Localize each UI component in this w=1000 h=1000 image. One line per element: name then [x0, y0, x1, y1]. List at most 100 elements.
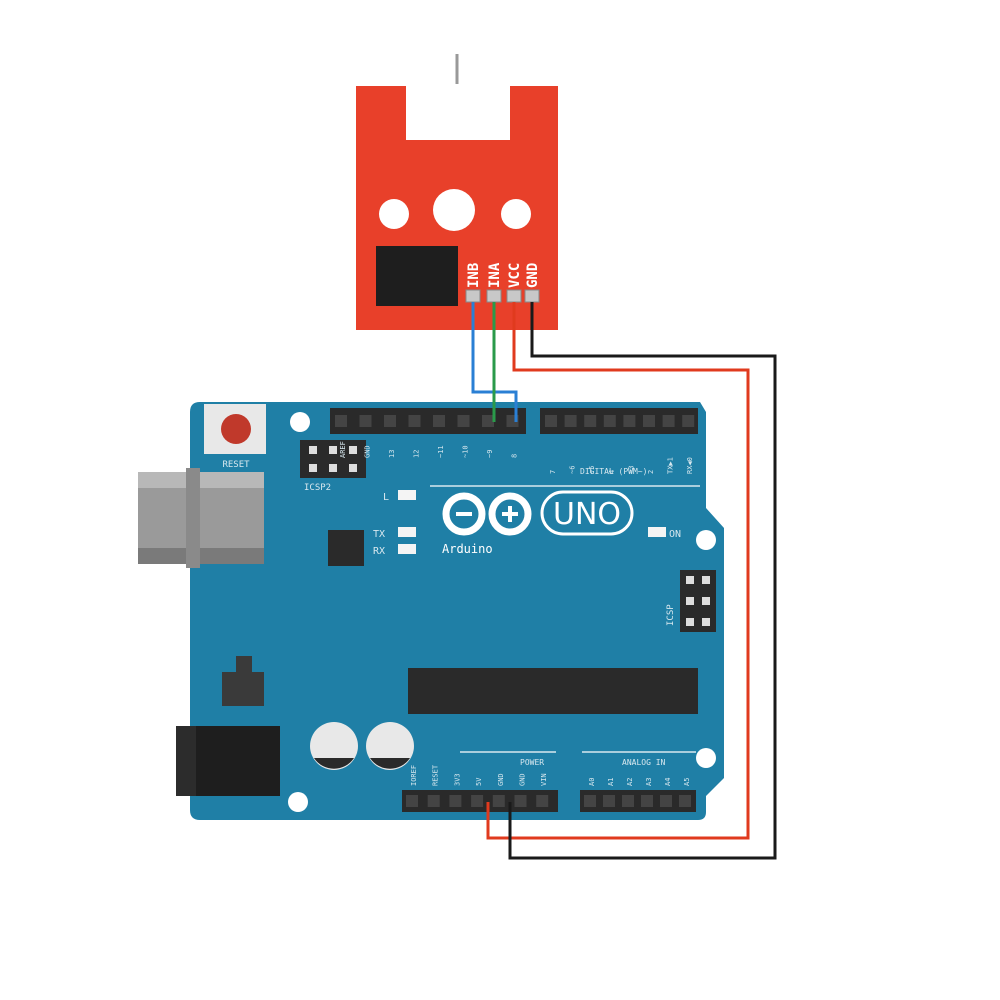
- icsp2-label: ICSP2: [304, 483, 331, 493]
- header-pin: [408, 415, 421, 427]
- mounting-hole: [288, 792, 308, 812]
- pin-label: VIN: [540, 773, 548, 786]
- header-pin: [641, 795, 653, 807]
- pin-label: TX▶1: [667, 457, 675, 474]
- pin-label: ~10: [462, 445, 470, 458]
- header-pin: [643, 415, 655, 427]
- pin-label: 13: [388, 450, 396, 458]
- module-hole: [379, 199, 409, 229]
- header-pin: [623, 415, 636, 427]
- module-hole: [501, 199, 531, 229]
- icsp-header: [680, 570, 716, 632]
- digital-header-label: DIGITAL (PWM~): [580, 467, 647, 476]
- voltage-regulator: [222, 656, 264, 706]
- pin-label: ~3: [627, 466, 635, 474]
- header-pin: [536, 795, 549, 807]
- led-tx: [398, 527, 416, 537]
- header-pin: [471, 795, 484, 807]
- header-pin: [564, 415, 577, 427]
- capacitor: [366, 722, 414, 770]
- header-pin: [584, 415, 597, 427]
- header-pin: [603, 415, 616, 427]
- wire-vcc-to-5v: [486, 302, 750, 840]
- arduino-logo-icon: [442, 492, 532, 536]
- icsp-label: ICSP: [666, 604, 676, 626]
- reset-button[interactable]: [204, 404, 266, 454]
- header-pin: [679, 795, 691, 807]
- pin-label: GND: [364, 445, 372, 458]
- led-rx-label: RX: [373, 546, 385, 557]
- pin-label: ~6: [569, 466, 577, 474]
- pin-label: ~9: [486, 450, 494, 458]
- motor-body: [406, 84, 510, 140]
- driver-chip: [376, 246, 458, 306]
- uno-badge: [540, 490, 634, 536]
- header-pin: [545, 415, 557, 427]
- module-pin: [486, 289, 502, 303]
- header-pin: [662, 415, 675, 427]
- module-pin: [465, 289, 481, 303]
- power-header-label: POWER: [520, 758, 544, 767]
- pin-label: ~11: [437, 445, 445, 458]
- board-model: UNO: [553, 497, 621, 532]
- led-l-label: L: [383, 492, 389, 503]
- pin-label: A1: [607, 778, 615, 786]
- pin-label: AREF: [339, 441, 347, 458]
- header-pin: [622, 795, 634, 807]
- led-tx-label: TX: [373, 529, 385, 540]
- led-rx: [398, 544, 416, 554]
- header-pin: [406, 795, 418, 807]
- pin-label: 7: [549, 470, 557, 474]
- header-pin: [603, 795, 615, 807]
- dc-power-jack: [176, 726, 280, 796]
- header-pin: [457, 415, 470, 427]
- header-pin: [384, 415, 396, 427]
- header-pin: [660, 795, 672, 807]
- usb-chip: [328, 530, 364, 566]
- pin-label: RESET: [432, 764, 440, 786]
- pin-label: RX◀0: [686, 457, 694, 474]
- wires: [471, 302, 777, 860]
- analog-header: [580, 790, 696, 812]
- pin-label: IOREF: [410, 765, 418, 786]
- mounting-hole: [290, 412, 310, 432]
- mounting-hole: [696, 530, 716, 550]
- header-pin: [682, 415, 695, 427]
- pin-label: A2: [626, 778, 634, 786]
- pin-label: GND: [519, 773, 527, 786]
- pin-label: ~5: [588, 466, 596, 474]
- header-pin: [427, 795, 440, 807]
- usb-connector: [138, 468, 264, 568]
- pin-label: 2: [647, 470, 655, 474]
- pin-label: 4: [608, 470, 616, 474]
- module-pin-label: INB: [466, 263, 482, 288]
- module-pin-label: VCC: [507, 263, 523, 288]
- pin-label: A5: [683, 778, 691, 786]
- header-pin: [359, 415, 372, 427]
- header-pin: [482, 415, 494, 427]
- header-pin: [514, 795, 527, 807]
- wire-gnd-to-gnd: [508, 302, 777, 860]
- capacitor: [310, 722, 358, 770]
- atmega-chip: [408, 668, 698, 714]
- led-on: [648, 527, 666, 537]
- module-hole: [433, 189, 475, 231]
- header-pin: [433, 415, 445, 427]
- module-pin-label: INA: [487, 262, 503, 288]
- led-on-label: ON: [669, 529, 681, 540]
- module-pin: [506, 289, 522, 303]
- pin-label: A3: [645, 778, 653, 786]
- header-pin: [449, 795, 462, 807]
- pin-label: 12: [413, 450, 421, 458]
- header-pin: [492, 795, 505, 807]
- led-l: [398, 490, 416, 500]
- module-pin-label: GND: [525, 263, 541, 288]
- pin-label: 8: [511, 454, 519, 458]
- board-pcb: [190, 402, 724, 820]
- module-pin: [524, 289, 540, 303]
- board-logo-text: Arduino: [442, 542, 493, 556]
- analog-header-label: ANALOG IN: [622, 758, 666, 767]
- reset-label: RESET: [222, 460, 250, 470]
